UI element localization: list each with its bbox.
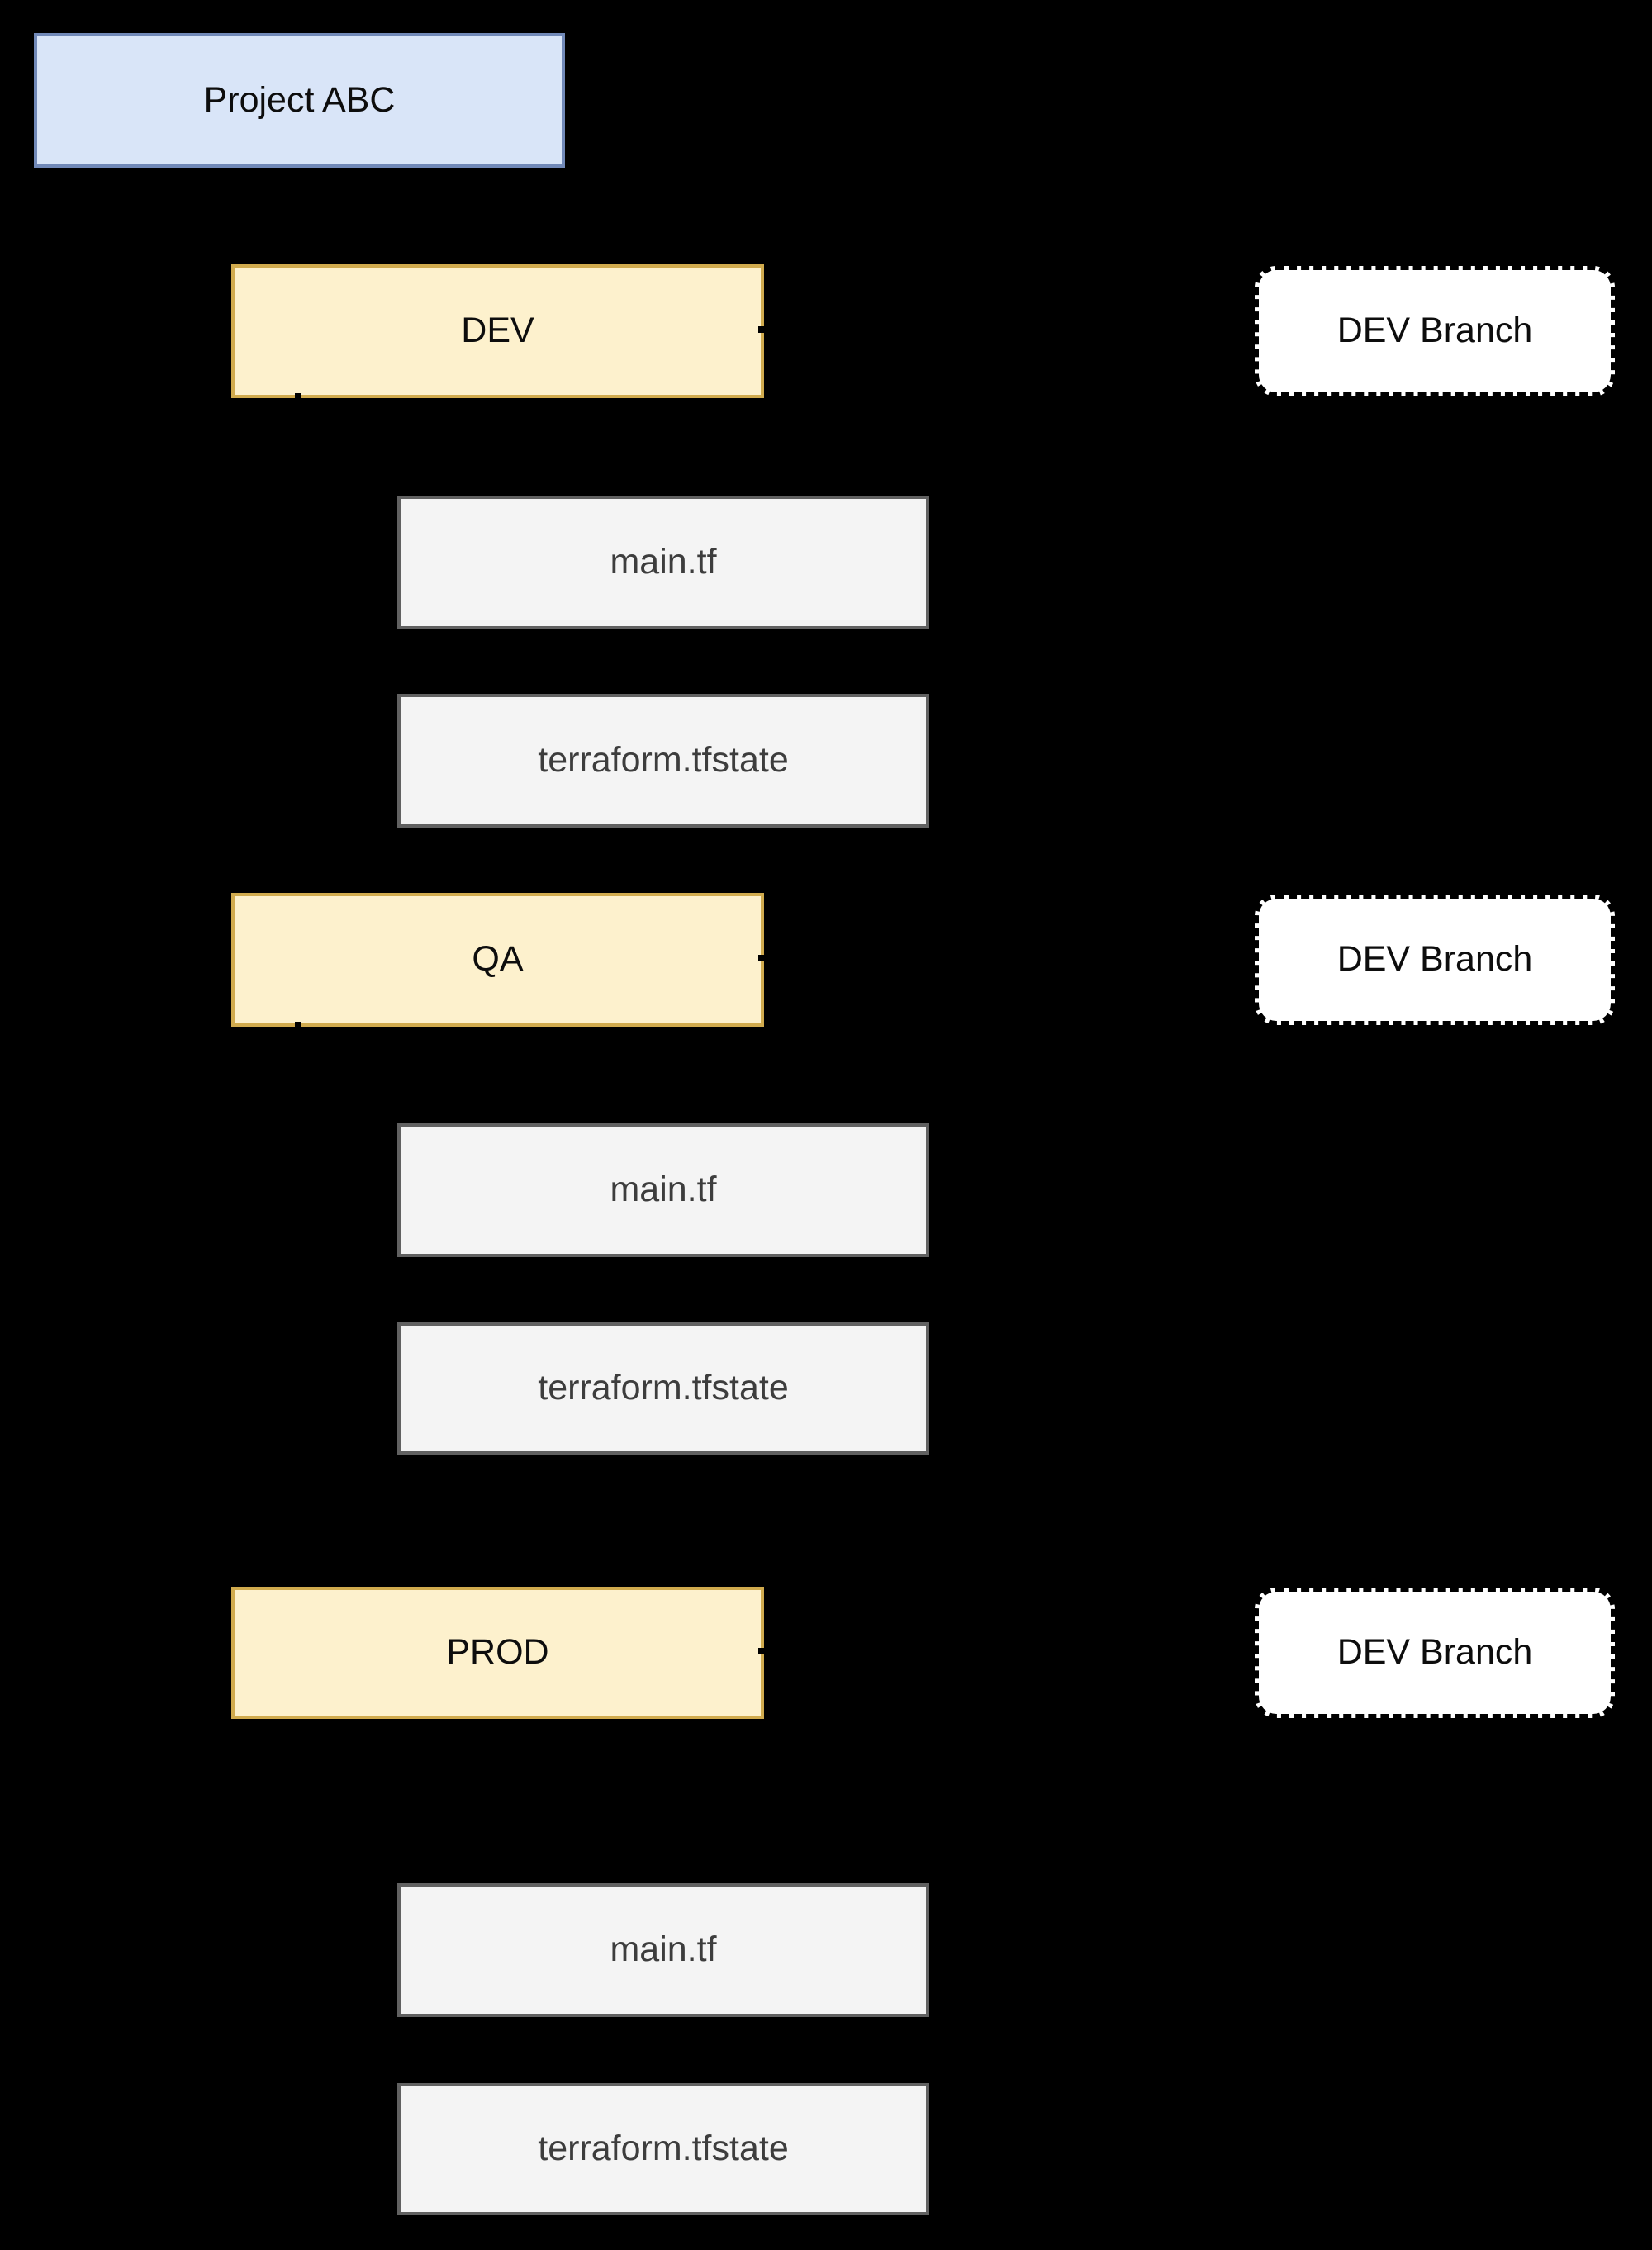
file-label-prod-main-tf: main.tf (610, 1930, 717, 1970)
file-box-qa-main-tf: main.tf (397, 1123, 929, 1257)
connector-stub (758, 1648, 771, 1654)
env-label-qa: QA (472, 939, 524, 980)
env-box-qa: QA (231, 893, 764, 1027)
file-label-qa-main-tf: main.tf (610, 1170, 717, 1210)
file-label-prod-tfstate: terraform.tfstate (538, 2129, 789, 2169)
connector-stub (295, 1022, 301, 1033)
file-label-dev-main-tf: main.tf (610, 542, 717, 582)
project-label: Project ABC (203, 79, 396, 120)
file-box-prod-tfstate: terraform.tfstate (397, 2083, 929, 2215)
env-label-prod: PROD (446, 1632, 549, 1673)
file-label-qa-tfstate: terraform.tfstate (538, 1368, 789, 1408)
file-box-prod-main-tf: main.tf (397, 1883, 929, 2017)
env-box-dev: DEV (231, 264, 764, 398)
branch-box-dev: DEV Branch (1255, 266, 1615, 396)
connector-stub (758, 955, 771, 961)
file-box-dev-main-tf: main.tf (397, 496, 929, 629)
env-label-dev: DEV (461, 311, 534, 351)
project-box: Project ABC (34, 33, 565, 168)
connector-stub (295, 393, 301, 405)
branch-box-qa: DEV Branch (1255, 895, 1615, 1025)
branch-box-prod: DEV Branch (1255, 1588, 1615, 1718)
file-box-dev-tfstate: terraform.tfstate (397, 694, 929, 828)
file-box-qa-tfstate: terraform.tfstate (397, 1322, 929, 1455)
connector-stub (758, 326, 771, 333)
branch-label-prod: DEV Branch (1336, 1632, 1533, 1673)
branch-label-qa: DEV Branch (1336, 939, 1533, 980)
file-label-dev-tfstate: terraform.tfstate (538, 740, 789, 781)
env-box-prod: PROD (231, 1587, 764, 1719)
branch-label-dev: DEV Branch (1336, 311, 1533, 351)
